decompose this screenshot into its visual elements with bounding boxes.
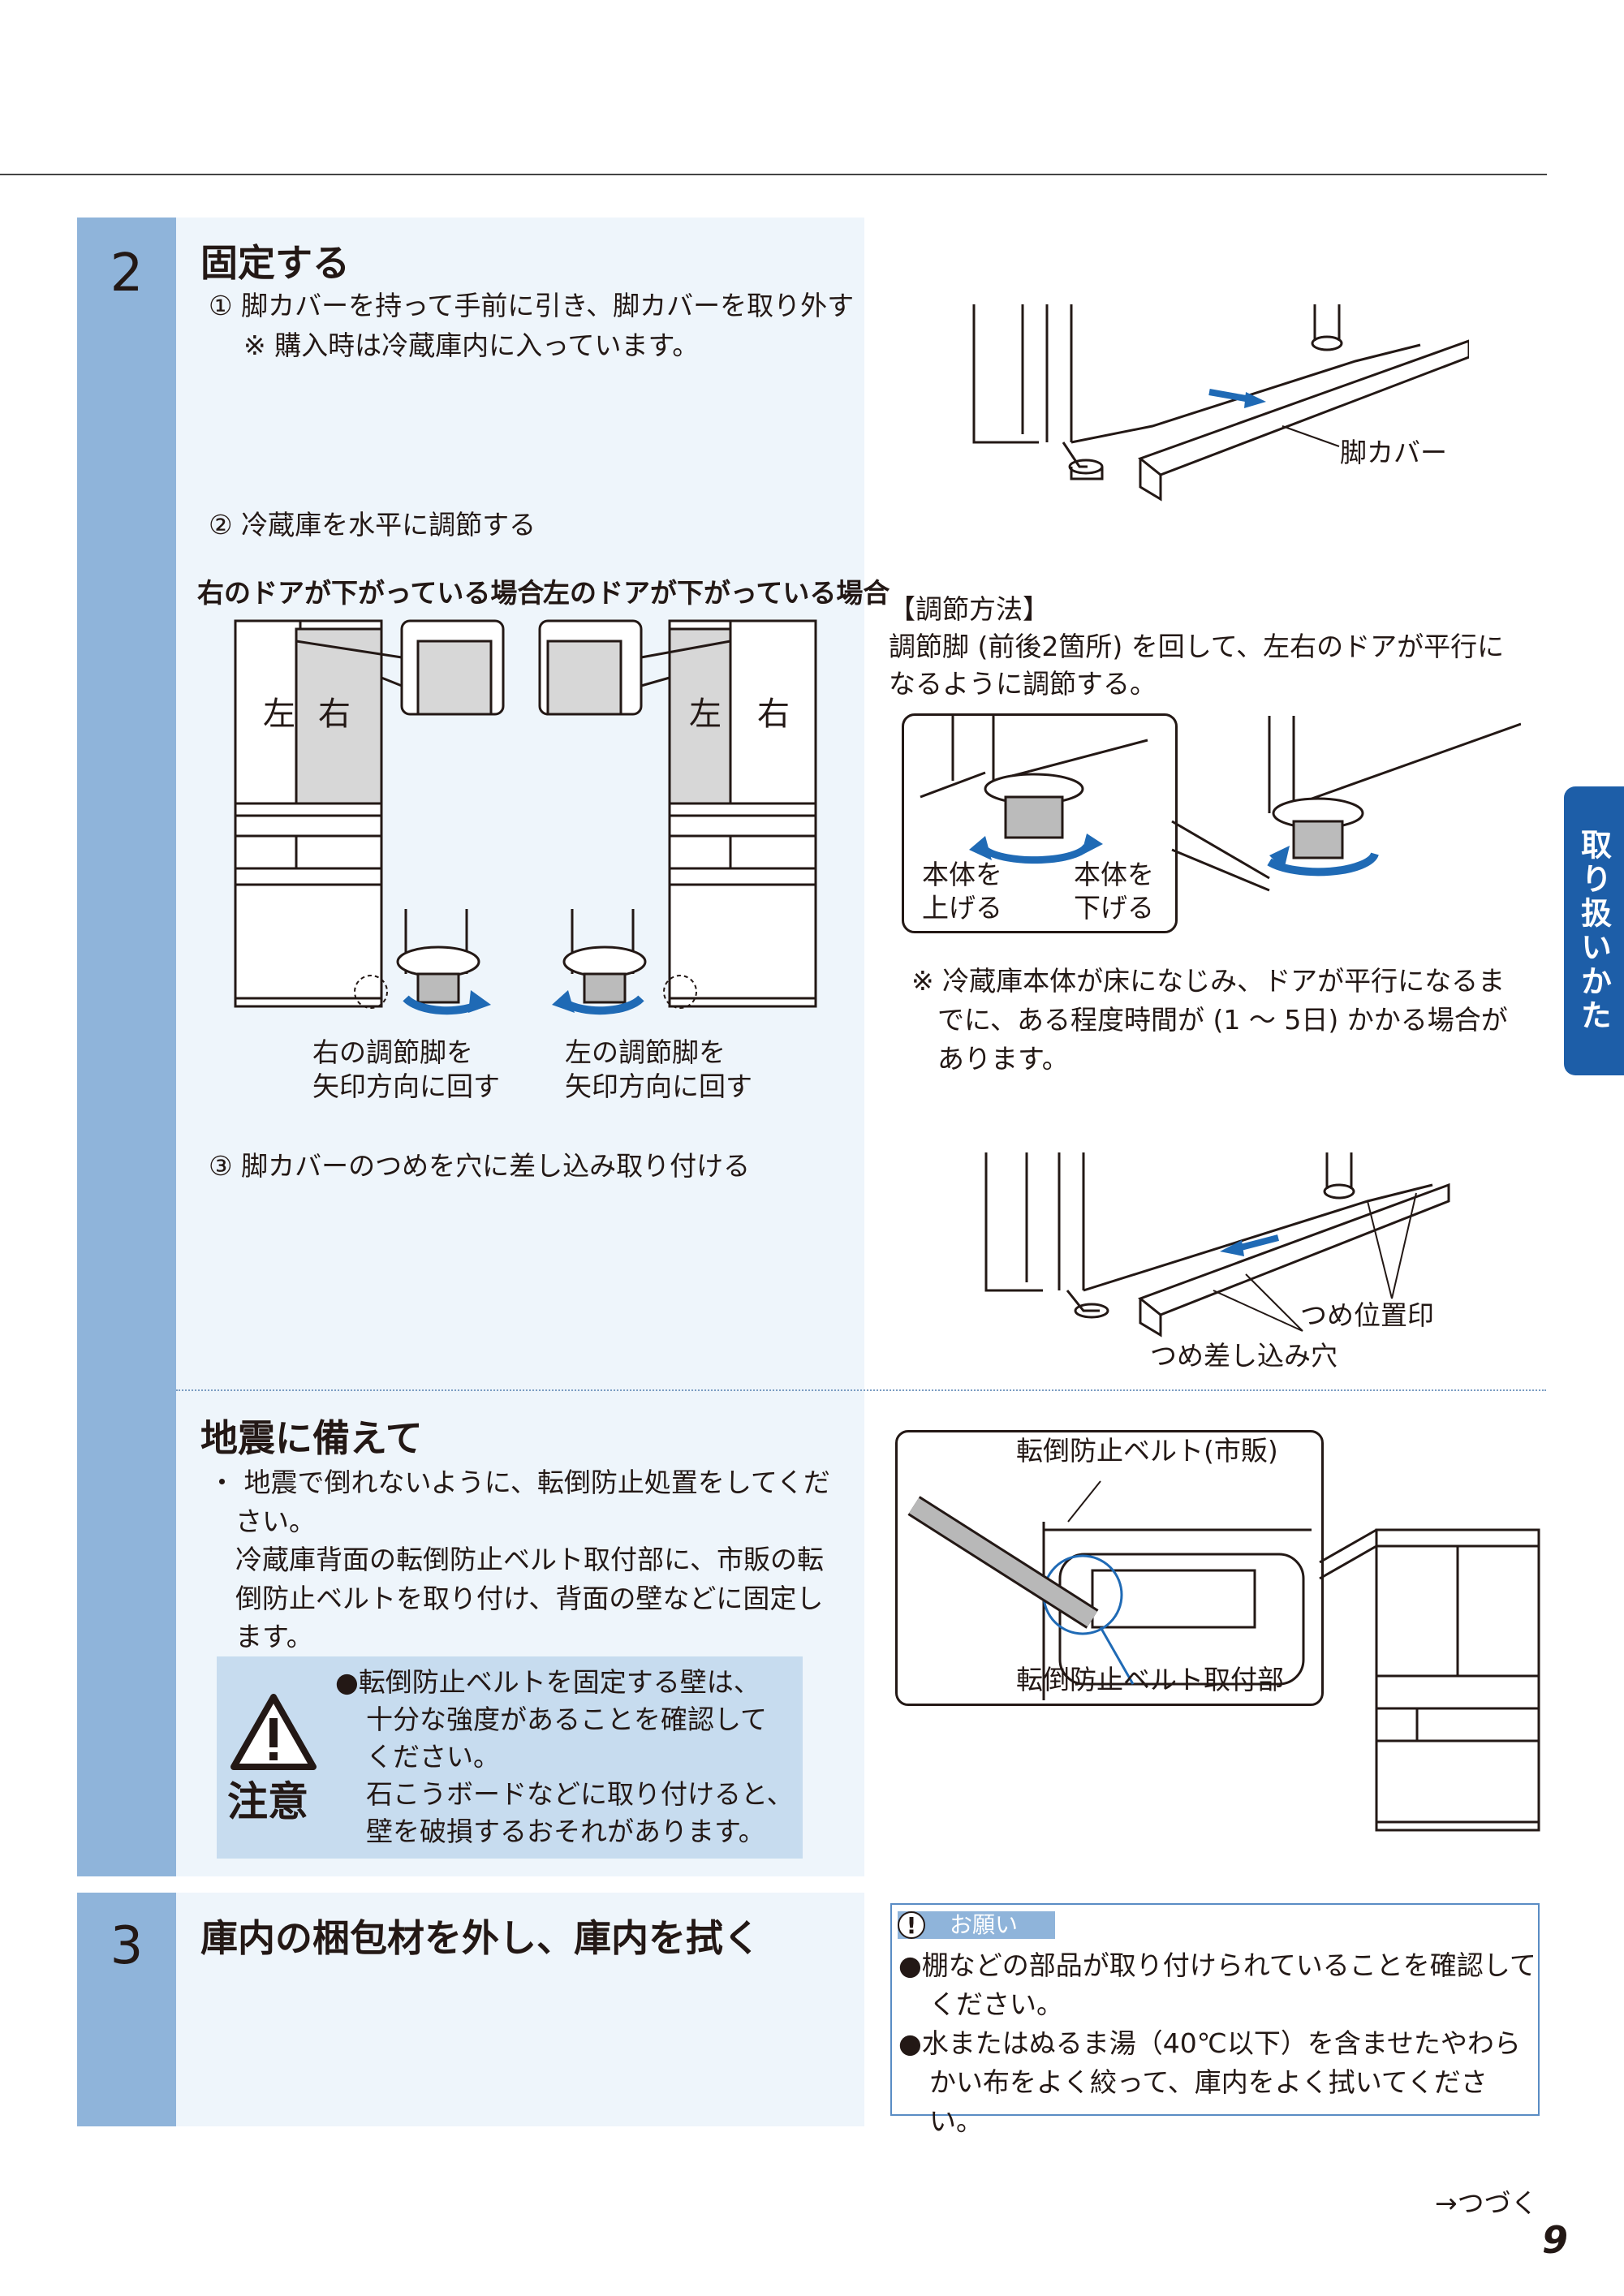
step2-band [77,218,176,1876]
door-right-label-a: 右 [318,696,351,733]
turn-right-foot-1: 右の調節脚を [312,1036,473,1068]
lower-1: 本体を [1074,859,1154,890]
caution-text: ●転倒防止ベルトを固定する壁は、 十分な強度があることを確認して ください。 石… [335,1664,799,1850]
step2-item3: ③ 脚カバーのつめを穴に差し込み取り付ける [209,1150,751,1182]
settle-note-2: でに、ある程度時間が (1 ～ 5日) かかる場合が [937,1004,1508,1036]
method-line2: なるように調節する。 [889,668,1157,700]
quake-line2: さい。 [235,1506,316,1537]
req-line3: ●水またはぬるま湯（40℃以下）を含ませたやわら [898,2027,1521,2059]
request-text: ●棚などの部品が取り付けられていることを確認して ください。 ●水またはぬるま湯… [898,1946,1540,2141]
caution-line4: 石こうボードなどに取り付けると、 [366,1778,794,1810]
side-tab: 取り扱いかた [1564,786,1624,1075]
continue-label: →つづく [1435,2187,1538,2219]
request-head: ! お願い [898,1911,1055,1939]
caution-label: 注意 [227,1778,308,1825]
label-leg-cover: 脚カバー [1340,437,1447,468]
section-divider [176,1389,1546,1391]
step2-item1-note: ※ 購入時は冷蔵庫内に入っています。 [243,330,700,361]
settle-note-3: あります。 [937,1043,1069,1075]
raise-2: 上げる [922,892,1002,924]
exclamation-icon: ! [898,1911,925,1939]
warning-triangle-icon [230,1694,317,1770]
quake-line1: ・ 地震で倒れないように、転倒防止処置をしてくだ [209,1467,830,1498]
door-left-label-a: 左 [263,696,295,733]
label-claw-mark: つめ位置印 [1300,1299,1434,1331]
caution-line3: ください。 [366,1741,500,1773]
lower-2: 下げる [1074,892,1154,924]
quake-line4: 倒防止ベルトを取り付け、背面の壁などに固定し [235,1583,824,1614]
step2-item1: ① 脚カバーを持って手前に引き、脚カバーを取り外す [209,290,855,321]
quake-line3: 冷蔵庫背面の転倒防止ベルト取付部に、市販の転 [235,1544,825,1575]
method-line1: 調節脚 (前後2箇所) を回して、左右のドアが平行に [889,631,1505,662]
fridge-left-door-down-illustration [538,619,817,1015]
door-right-label-b: 右 [757,696,790,733]
turn-right-foot-2: 矢印方向に回す [312,1070,500,1102]
req-line4: かい布をよく絞って、庫内をよく拭いてください。 [929,2066,1488,2137]
req-line2: ください。 [929,1988,1063,2020]
case-right-down: 右のドアが下がっている場合 [197,577,545,609]
adjust-foot-illustration [920,716,1521,892]
method-head: 【調節方法】 [889,593,1049,625]
turn-left-foot-2: 矢印方向に回す [565,1070,752,1102]
step2-title: 固定する [200,241,350,285]
case-left-down: 左のドアが下がっている場合 [543,577,890,609]
req-line1: ●棚などの部品が取り付けられていることを確認して [898,1949,1536,1981]
quake-title: 地震に備えて [200,1416,423,1460]
turn-left-foot-1: 左の調節脚を [565,1036,726,1068]
step3-number: 3 [110,1916,144,1976]
door-left-label-b: 左 [689,696,722,733]
request-head-label: お願い [950,1911,1019,1938]
raise-1: 本体を [922,859,1002,890]
label-belt-mount: 転倒防止ベルト取付部 [1016,1664,1284,1695]
leg-cover-attach-illustration [984,1152,1450,1338]
step3-panel [176,1893,864,2126]
quake-line5: ます。 [235,1621,313,1652]
caution-box [217,1656,803,1859]
label-belt: 転倒防止ベルト(市販) [1016,1435,1278,1467]
page-number: 9 [1542,2218,1569,2262]
step3-band [77,1893,176,2126]
step2-item2: ② 冷蔵庫を水平に調節する [209,509,536,541]
header-rule [0,174,1547,175]
caution-line5: 壁を破損するおそれがあります。 [366,1816,765,1847]
settle-note-1: ※ 冷蔵庫本体が床になじみ、ドアが平行になるま [911,965,1506,997]
caution-line1: ●転倒防止ベルトを固定する壁は、 [335,1666,760,1698]
caution-line2: 十分な強度があることを確認して [366,1704,768,1735]
belt-illustration [907,1480,1540,1832]
step3-title: 庫内の梱包材を外し、庫内を拭く [200,1916,760,1960]
label-claw-hole: つめ差し込み穴 [1150,1340,1338,1372]
step2-number: 2 [110,243,144,304]
fridge-right-door-down-illustration [234,619,505,1015]
leg-cover-removal-illustration [972,304,1469,502]
